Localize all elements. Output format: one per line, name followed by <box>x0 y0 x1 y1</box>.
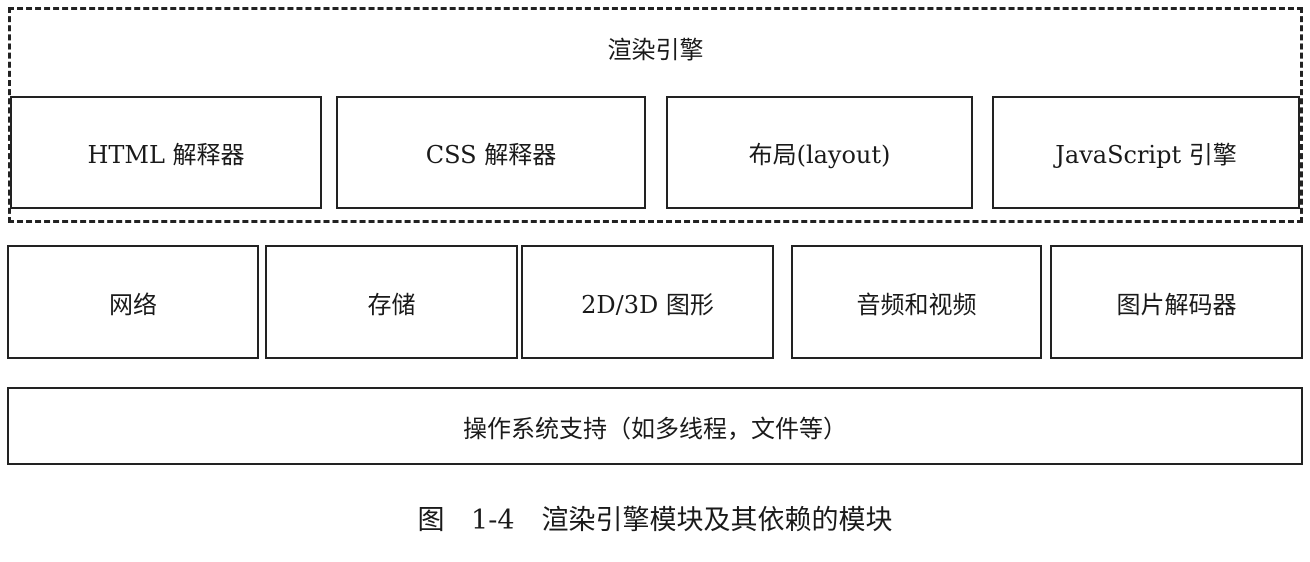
html-interpreter-module: HTML 解释器 <box>10 96 322 209</box>
storage-module: 存储 <box>265 245 518 359</box>
layout-module: 布局(layout) <box>666 96 973 209</box>
network-module: 网络 <box>7 245 259 359</box>
rendering-engine-title: 渲染引擎 <box>607 36 704 64</box>
graphics-2d3d-module: 2D/3D 图形 <box>521 245 774 359</box>
audio-video-module: 音频和视频 <box>791 245 1042 359</box>
javascript-engine-module: JavaScript 引擎 <box>992 96 1300 209</box>
image-decoder-module: 图片解码器 <box>1050 245 1303 359</box>
css-interpreter-module: CSS 解释器 <box>336 96 646 209</box>
rendering-engine-group <box>8 7 1303 223</box>
figure-caption: 图 1-4 渲染引擎模块及其依赖的模块 <box>417 505 893 536</box>
os-support-layer: 操作系统支持（如多线程，文件等） <box>7 387 1303 465</box>
